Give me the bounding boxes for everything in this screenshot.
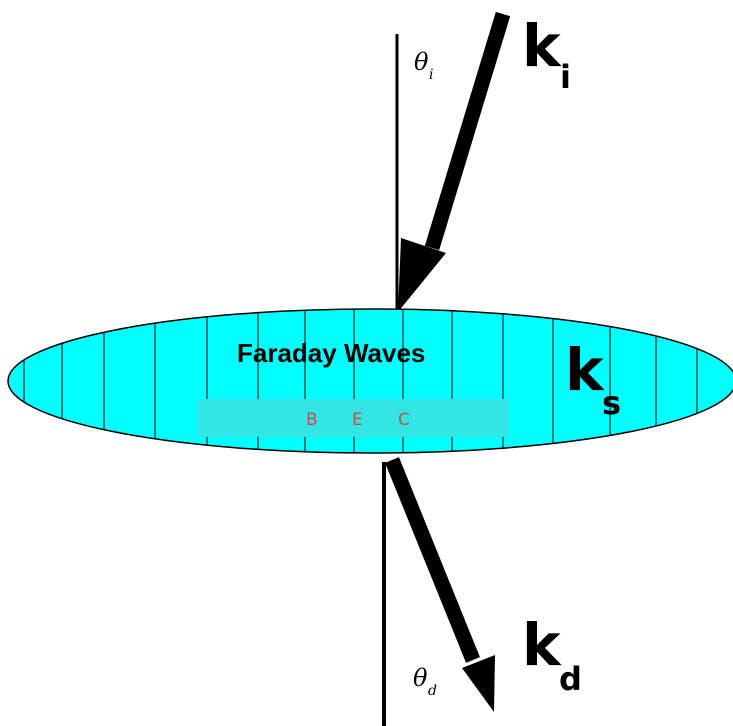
bec-letter-c: C [398,410,410,430]
theta-diffracted-label: θ [413,664,428,692]
theta-diffracted-subscript: d [428,683,437,699]
bec-letter-e: E [352,410,363,430]
diffracted-arrow-head [462,655,495,712]
k-diffracted-subscript: d [559,660,582,698]
bec-letter-b: B [306,410,318,430]
theta-incident-label: θ [414,48,429,76]
incident-arrow-shaft [424,11,511,251]
k-incident-label: k [522,12,562,80]
faraday-waves-label: Faraday Waves [237,338,425,368]
theta-incident-subscript: i [429,67,433,83]
diffracted-arrow-shaft [385,457,480,663]
k-scattered-label: k [565,336,605,404]
faraday-wave-ellipse [7,308,733,454]
k-scattered-subscript: s [602,384,621,422]
incident-arrow-head [398,238,446,312]
k-diffracted-label: k [522,611,562,679]
k-incident-subscript: i [560,58,571,96]
bec-band [197,399,509,437]
